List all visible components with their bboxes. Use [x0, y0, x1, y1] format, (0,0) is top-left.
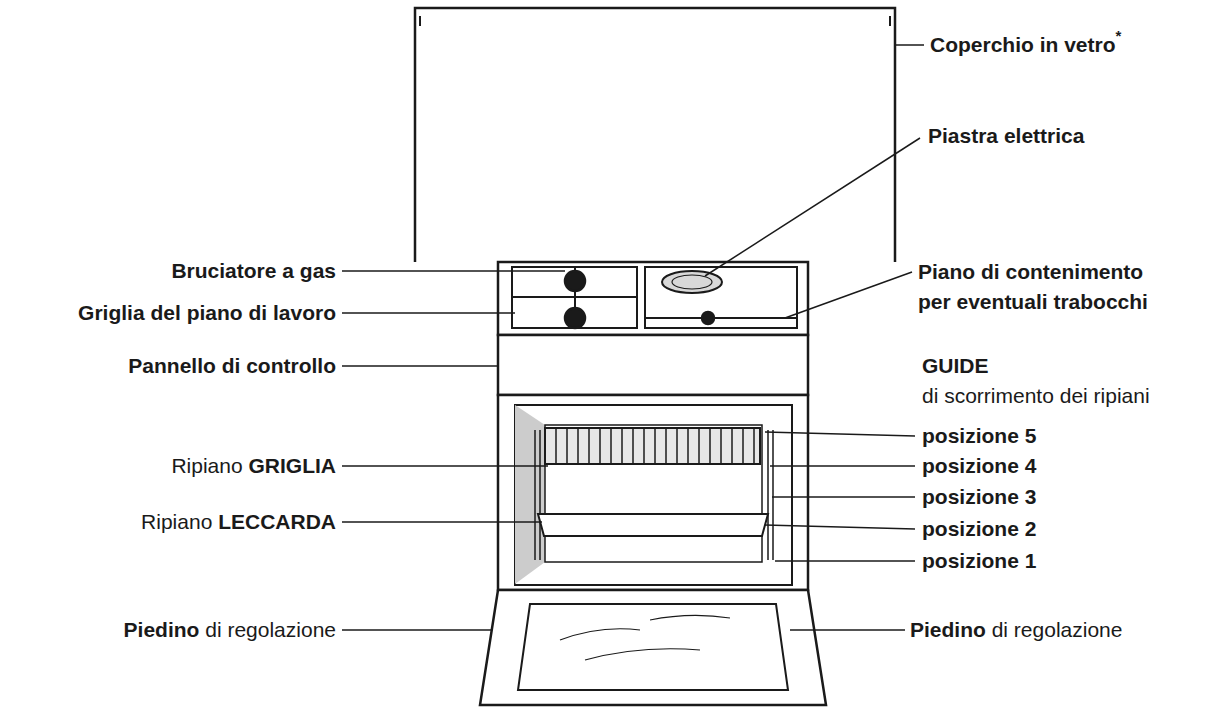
rack-bar [610, 428, 612, 464]
rack-bar [654, 428, 656, 464]
oven-cavity [515, 405, 792, 585]
hob-grid [512, 267, 637, 328]
glass-lid [415, 8, 895, 262]
grill-rack [545, 428, 760, 464]
rack-bar [720, 428, 722, 464]
gas-burner [702, 312, 714, 324]
gas-burner [565, 308, 585, 328]
leader-line [342, 521, 542, 523]
hob-grid-bars [512, 267, 637, 328]
label-part: Piedino [910, 618, 986, 641]
rack-bar [632, 428, 634, 464]
rack-bar [599, 428, 601, 464]
leader-lines [342, 45, 924, 630]
rack-bar [753, 428, 755, 464]
rack-bar [643, 428, 645, 464]
part-label: Ripiano LECCARDA [141, 507, 336, 537]
grill-rack-bars [556, 428, 754, 464]
rack-bar [621, 428, 623, 464]
oven-back-wall [545, 425, 762, 562]
rack-bar [665, 428, 667, 464]
rack-bar [698, 428, 700, 464]
part-label: Piedino di regolazione [124, 615, 336, 645]
stove-outline [415, 8, 895, 705]
leader-line [342, 270, 565, 272]
part-label: posizione 3 [922, 482, 1036, 512]
leader-line [785, 272, 912, 318]
rack-bar [555, 428, 557, 464]
label-part: Piedino [124, 618, 200, 641]
leader-line [342, 365, 498, 367]
rack-bar [577, 428, 579, 464]
label-part: GUIDE [922, 351, 1150, 381]
leader-line [775, 560, 915, 562]
part-label: posizione 5 [922, 421, 1036, 451]
asterisk: * [1116, 27, 1122, 44]
label-part: GRIGLIA [249, 454, 337, 477]
lid-hinge [420, 16, 890, 26]
rack-bar [742, 428, 744, 464]
part-label: Bruciatore a gas [171, 256, 336, 286]
label-part: per eventuali trabocchi [918, 287, 1148, 317]
part-label: GUIDE di scorrimento dei ripiani [922, 351, 1150, 411]
part-label: posizione 4 [922, 451, 1036, 481]
part-label: Coperchio in vetro* [930, 30, 1121, 60]
rack-bar [588, 428, 590, 464]
gas-burner [565, 271, 585, 291]
hob-grid-bars [645, 317, 797, 319]
rack-bar [566, 428, 568, 464]
leader-line [770, 465, 915, 467]
leader-line [342, 465, 548, 467]
control-panel [498, 335, 808, 395]
electric-plate [662, 271, 722, 293]
part-label: Piastra elettrica [928, 121, 1084, 151]
oven-body [498, 395, 808, 590]
label-part: di scorrimento dei ripiani [922, 381, 1150, 411]
label-part: Coperchio in vetro [930, 33, 1116, 56]
part-label: Pannello di controllo [128, 351, 336, 381]
leader-line [705, 138, 920, 276]
leader-line [765, 432, 915, 436]
rack-bar [709, 428, 711, 464]
leader-line [895, 44, 924, 46]
electric-plate-ring [672, 275, 712, 289]
part-label: Ripiano GRIGLIA [171, 451, 336, 481]
spill-tray [645, 267, 797, 328]
leader-line [342, 312, 515, 314]
rack-bar [731, 428, 733, 464]
leader-line [790, 629, 905, 631]
rack-bar [676, 428, 678, 464]
label-part: LECCARDA [218, 510, 336, 533]
drip-tray [538, 514, 768, 536]
oven-door [480, 590, 826, 705]
part-label: Piedino di regolazione [910, 615, 1122, 645]
glass-reflection [560, 615, 730, 660]
part-label: Piano di contenimento per eventuali trab… [918, 257, 1148, 317]
label-part: Ripiano [171, 454, 248, 477]
part-label: Griglia del piano di lavoro [78, 298, 336, 328]
leader-line [765, 525, 915, 529]
hob [498, 262, 808, 335]
leader-line [772, 496, 915, 498]
door-window [518, 604, 788, 690]
label-part: Piano di contenimento [918, 257, 1148, 287]
label-part: di regolazione [199, 618, 336, 641]
part-label: posizione 1 [922, 546, 1036, 576]
label-part: di regolazione [986, 618, 1123, 641]
part-label: posizione 2 [922, 514, 1036, 544]
label-part: Ripiano [141, 510, 218, 533]
leader-line [342, 629, 492, 631]
rack-bar [687, 428, 689, 464]
